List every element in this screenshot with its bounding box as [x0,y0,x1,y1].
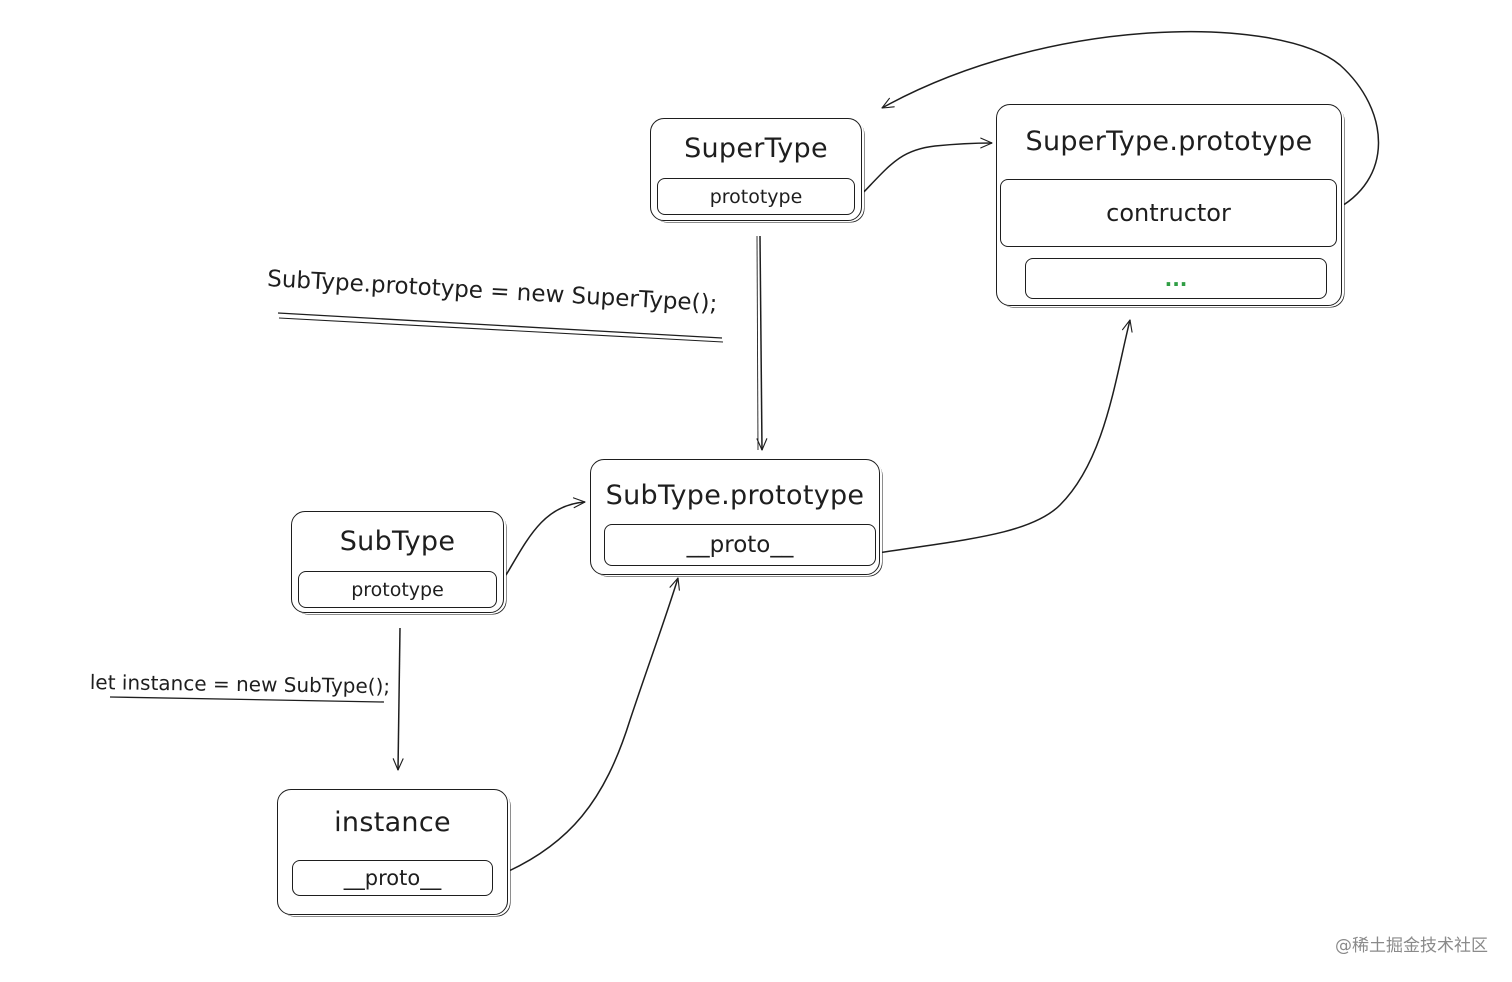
subtype-prototype-title: SubType.prototype [605,480,865,511]
instance-statement-underline [109,696,385,703]
supertype-prototype-title: SuperType.prototype [1025,126,1313,157]
instance-proto-slot[interactable]: __proto__ [292,860,493,896]
instance-title: instance [334,807,451,838]
arrow-supertype-to-supertype-prototype [859,137,993,197]
instance-node[interactable]: instance __proto__ [277,789,508,915]
inherit-statement-underline-2 [278,317,724,343]
supertype-prototype-node[interactable]: SuperType.prototype contructor ... [996,104,1342,306]
arrow-instance-proto-to-subtype-prototype [499,577,680,876]
instance-statement: let instance = new SubType(); [89,670,391,699]
supertype-prototype-slot[interactable]: prototype [657,178,855,215]
supertype-prototype-more-slot[interactable]: ... [1025,258,1327,299]
supertype-title: SuperType [684,133,828,164]
arrow-constructor-to-supertype [881,30,1380,212]
arrow-shaft-sketch [756,235,759,451]
subtype-prototype-proto-slot[interactable]: __proto__ [604,524,876,566]
subtype-prototype-slot[interactable]: prototype [298,571,497,608]
arrow-subtype-proto-to-supertype-prototype [877,319,1133,554]
arrow-supertype-to-subtype-prototype [756,235,768,451]
supertype-prototype-constructor-slot[interactable]: contructor [1000,179,1337,247]
subtype-node[interactable]: SubType prototype [291,511,504,613]
watermark-text: @稀土掘金技术社区 [1335,936,1488,956]
arrow-subtype-to-subtype-prototype [499,497,586,586]
supertype-node[interactable]: SuperType prototype [650,118,862,221]
subtype-prototype-node[interactable]: SubType.prototype __proto__ [590,459,880,575]
inherit-statement-underline [277,312,723,339]
subtype-title: SubType [339,526,456,557]
arrow-subtype-to-instance [392,627,404,771]
